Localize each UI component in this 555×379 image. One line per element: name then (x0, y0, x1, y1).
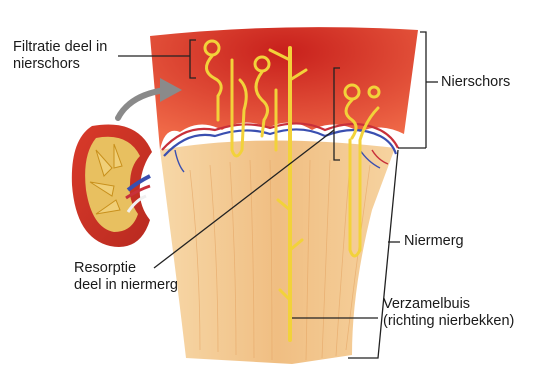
collecting-duct-label: Verzamelbuis (richting nierbekken) (383, 296, 514, 330)
filtration-label-line1: Filtratie deel in (13, 39, 107, 56)
cortex-label: Nierschors (441, 74, 510, 91)
kidney-icon (72, 124, 152, 246)
resorption-label-line2: deel in niermerg (74, 277, 178, 294)
medulla-label: Niermerg (404, 233, 464, 250)
resorption-label-line1: Resorptie (74, 260, 178, 277)
collecting-duct-label-line2: (richting nierbekken) (383, 313, 514, 330)
collecting-duct-label-line1: Verzamelbuis (383, 296, 514, 313)
filtration-label-line2: nierschors (13, 56, 107, 73)
resorption-label: Resorptie deel in niermerg (74, 260, 178, 294)
filtration-label: Filtratie deel in nierschors (13, 39, 107, 73)
